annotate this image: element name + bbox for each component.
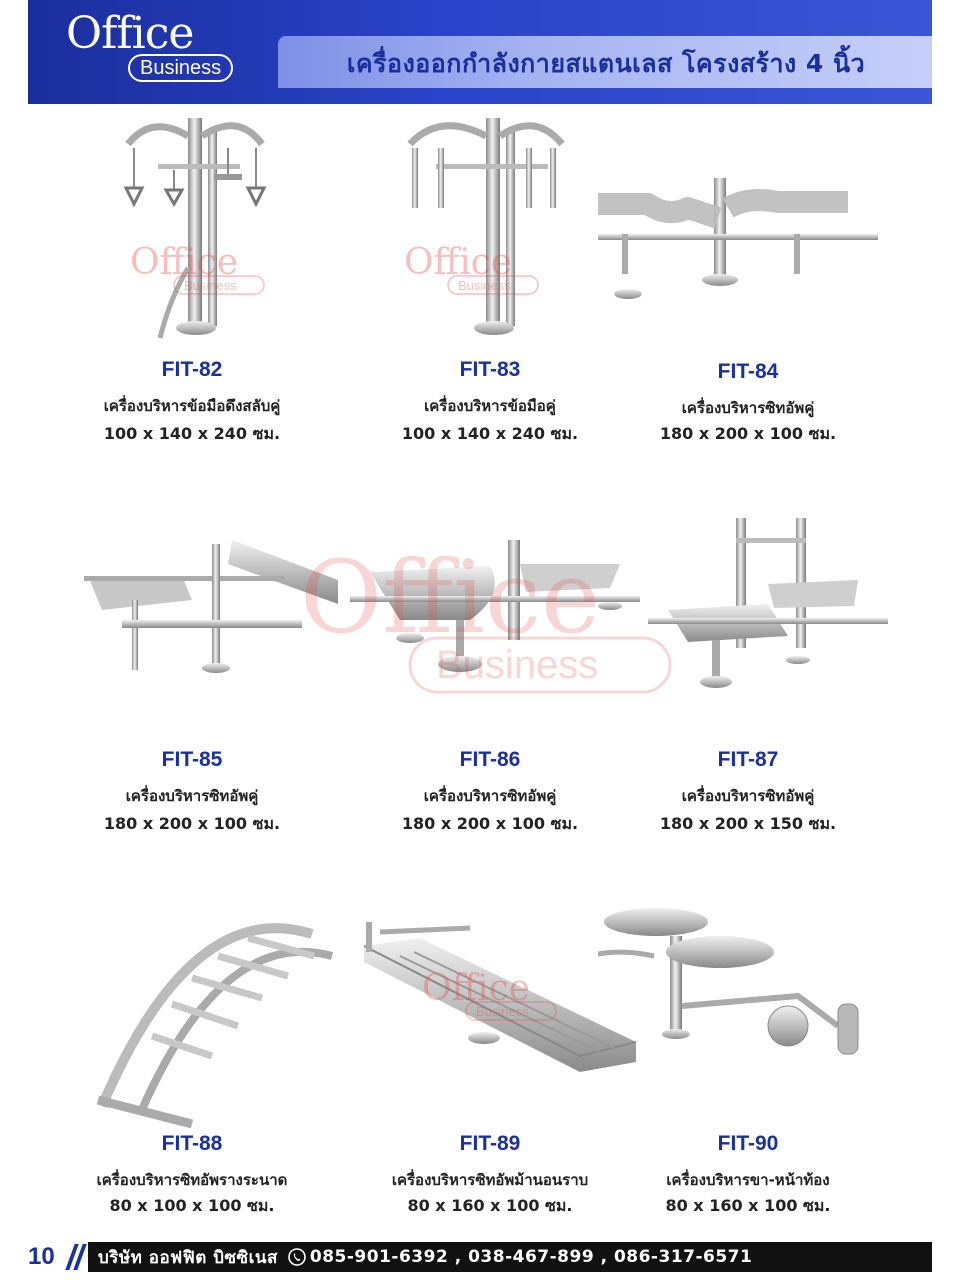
product-image-fit-86 bbox=[340, 500, 640, 750]
product-card-fit-82: FIT-82 เครื่องบริหารข้อมือดึงสลับคู่ 100… bbox=[42, 108, 342, 448]
product-code: FIT-89 bbox=[459, 1132, 521, 1155]
product-dimensions: 100 x 140 x 240 ซม. bbox=[103, 424, 281, 443]
product-card-fit-85: FIT-85 เครื่องบริหารซิทอัพคู่ 180 x 200 … bbox=[42, 500, 342, 840]
product-name: เครื่องบริหารข้อมือคู่ bbox=[424, 397, 556, 415]
page-number: 10 bbox=[28, 1243, 55, 1270]
product-card-fit-89: FIT-89 เครื่องบริหารซิทอัพม้านอนราบ 80 x… bbox=[340, 886, 640, 1226]
product-image-fit-84 bbox=[598, 108, 898, 358]
product-code: FIT-83 bbox=[459, 358, 521, 381]
phone-icon bbox=[288, 1248, 306, 1266]
product-code: FIT-90 bbox=[717, 1132, 779, 1155]
product-dimensions: 80 x 160 x 100 ซม. bbox=[407, 1196, 573, 1215]
product-name: เครื่องบริหารซิทอัพรางระนาด bbox=[96, 1171, 288, 1189]
product-dimensions: 80 x 100 x 100 ซม. bbox=[109, 1196, 275, 1215]
product-card-fit-88: FIT-88 เครื่องบริหารซิทอัพรางระนาด 80 x … bbox=[42, 886, 342, 1226]
product-dimensions: 180 x 200 x 100 ซม. bbox=[103, 814, 281, 833]
logo-business-text: Business bbox=[128, 54, 234, 82]
footer-contact-bar: บริษัท ออฟฟิต บิซซิเนส 085-901-6392 , 03… bbox=[88, 1242, 932, 1272]
product-image-fit-83 bbox=[340, 108, 640, 358]
product-card-fit-90: FIT-90 เครื่องบริหารขา-หน้าท้อง 80 x 160… bbox=[598, 886, 898, 1226]
product-dimensions: 100 x 140 x 240 ซม. bbox=[401, 424, 579, 443]
product-name: เครื่องบริหารข้อมือดึงสลับคู่ bbox=[103, 397, 281, 415]
product-code: FIT-84 bbox=[717, 360, 779, 383]
product-card-fit-86: FIT-86 เครื่องบริหารซิทอัพคู่ 180 x 200 … bbox=[340, 500, 640, 840]
product-dimensions: 180 x 200 x 150 ซม. bbox=[659, 814, 837, 833]
product-name: เครื่องบริหารซิทอัพคู่ bbox=[423, 787, 557, 805]
product-dimensions: 180 x 200 x 100 ซม. bbox=[401, 814, 579, 833]
product-image-fit-90 bbox=[598, 886, 898, 1136]
page-title: เครื่องออกกำลังกายสแตนเลส โครงสร้าง 4 นิ… bbox=[346, 49, 866, 78]
phone-numbers: 085-901-6392 , 038-467-899 , 086-317-657… bbox=[309, 1247, 753, 1267]
product-image-fit-89 bbox=[340, 886, 640, 1136]
product-name: เครื่องบริหารซิทอัพคู่ bbox=[125, 787, 259, 805]
product-card-fit-84: FIT-84 เครื่องบริหารซิทอัพคู่ 180 x 200 … bbox=[598, 108, 898, 448]
page-header: Office Business เครื่องออกกำลังกายสแตนเล… bbox=[28, 0, 932, 104]
product-name: เครื่องบริหารซิทอัพม้านอนราบ bbox=[391, 1171, 589, 1189]
product-name: เครื่องบริหารซิทอัพคู่ bbox=[681, 787, 815, 805]
logo-office-text: Office bbox=[66, 8, 194, 59]
product-card-fit-83: FIT-83 เครื่องบริหารข้อมือคู่ 100 x 140 … bbox=[340, 108, 640, 448]
company-name: บริษัท ออฟฟิต บิซซิเนส bbox=[98, 1247, 278, 1268]
product-card-fit-87: FIT-87 เครื่องบริหารซิทอัพคู่ 180 x 200 … bbox=[598, 500, 898, 840]
footer-slashes bbox=[65, 1242, 88, 1272]
product-dimensions: 80 x 160 x 100 ซม. bbox=[665, 1196, 831, 1215]
page-footer: 10 บริษัท ออฟฟิต บิซซิเนส 085-901-6392 ,… bbox=[28, 1242, 932, 1272]
brand-logo: Office Business bbox=[66, 8, 266, 84]
product-code: FIT-87 bbox=[717, 748, 779, 771]
product-code: FIT-88 bbox=[161, 1132, 223, 1155]
header-title-band bbox=[278, 36, 932, 88]
product-image-fit-85 bbox=[42, 500, 342, 750]
product-image-fit-88 bbox=[42, 886, 342, 1136]
product-code: FIT-86 bbox=[459, 748, 521, 771]
product-image-fit-87 bbox=[598, 500, 898, 750]
product-code: FIT-82 bbox=[161, 358, 223, 381]
product-name: เครื่องบริหารขา-หน้าท้อง bbox=[666, 1171, 830, 1189]
product-image-fit-82 bbox=[42, 108, 342, 358]
product-code: FIT-85 bbox=[161, 748, 223, 771]
product-dimensions: 180 x 200 x 100 ซม. bbox=[659, 424, 837, 443]
product-name: เครื่องบริหารซิทอัพคู่ bbox=[681, 399, 815, 417]
